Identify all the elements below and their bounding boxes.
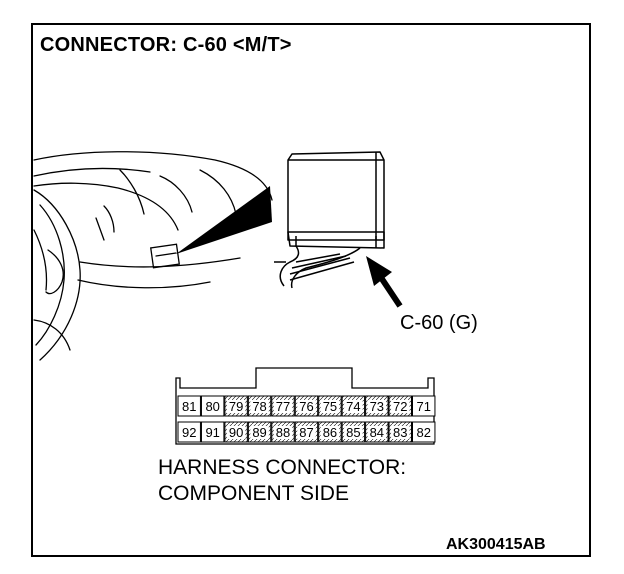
diagram-title: CONNECTOR: C-60 <M/T> <box>40 34 292 56</box>
pin-label-bg-86 <box>320 426 340 439</box>
callout-arrow-shaft <box>377 274 403 308</box>
pin-label-bg-91 <box>203 426 222 439</box>
pin-label-86: 86 <box>323 425 337 440</box>
callout-arrow-head <box>366 256 392 286</box>
pin-label-82: 82 <box>416 425 430 440</box>
pin-label-71: 71 <box>416 399 430 414</box>
pointer-wedge <box>176 186 272 254</box>
pin-label-bg-76 <box>297 400 316 413</box>
pin-label-bg-79 <box>226 400 246 413</box>
pin-label-bg-83 <box>391 426 410 439</box>
pin-label-89: 89 <box>252 425 266 440</box>
dash-connector-location <box>150 243 180 269</box>
harness-label-line1: HARNESS CONNECTOR: <box>158 456 407 479</box>
pin-label-bg-74 <box>344 400 363 413</box>
pin-label-84: 84 <box>370 425 384 440</box>
pin-label-bg-88 <box>273 426 293 439</box>
pin-label-bg-72 <box>391 400 410 413</box>
pin-label-92: 92 <box>182 425 196 440</box>
pin-label-bg-80 <box>203 400 222 413</box>
pin-label-85: 85 <box>346 425 360 440</box>
pin-label-90: 90 <box>229 425 243 440</box>
pin-label-83: 83 <box>393 425 407 440</box>
connector-callout-label: C-60 (G) <box>400 312 478 334</box>
pin-label-81: 81 <box>182 399 196 414</box>
pin-label-80: 80 <box>205 399 219 414</box>
pin-label-bg-75 <box>320 400 340 413</box>
harness-label-line2: COMPONENT SIDE <box>158 482 349 505</box>
pin-label-bg-82 <box>414 426 433 439</box>
pin-label-bg-81 <box>180 400 199 413</box>
pin-label-79: 79 <box>229 399 243 414</box>
pin-label-88: 88 <box>276 425 290 440</box>
pin-label-bg-87 <box>297 426 316 439</box>
diagram-frame <box>31 23 591 557</box>
pin-label-bg-84 <box>367 426 387 439</box>
pin-label-77: 77 <box>276 399 290 414</box>
pin-label-76: 76 <box>299 399 313 414</box>
pin-label-78: 78 <box>252 399 266 414</box>
pin-label-87: 87 <box>299 425 313 440</box>
pin-label-75: 75 <box>323 399 337 414</box>
pin-grid: 81 80 79 78 77 76 75 74 73 72 71 92 91 90 89 88 87 86 85 84… <box>177 395 436 443</box>
reference-code: AK300415AB <box>446 536 546 553</box>
pin-label-72: 72 <box>393 399 407 414</box>
pin-label-bg-85 <box>344 426 363 439</box>
steering-wheel-outline <box>33 189 81 361</box>
connector-housing <box>175 367 435 445</box>
dashboard-outline <box>33 151 273 201</box>
pin-label-bg-92 <box>180 426 199 439</box>
harness-bundle <box>279 245 300 287</box>
pin-label-bg-90 <box>226 426 246 439</box>
pin-label-bg-77 <box>273 400 293 413</box>
pin-label-bg-78 <box>250 400 269 413</box>
pin-label-bg-73 <box>367 400 387 413</box>
pin-label-bg-89 <box>250 426 269 439</box>
pin-label-91: 91 <box>205 425 219 440</box>
pin-label-74: 74 <box>346 399 360 414</box>
pin-label-bg-71 <box>414 400 433 413</box>
pin-label-73: 73 <box>370 399 384 414</box>
